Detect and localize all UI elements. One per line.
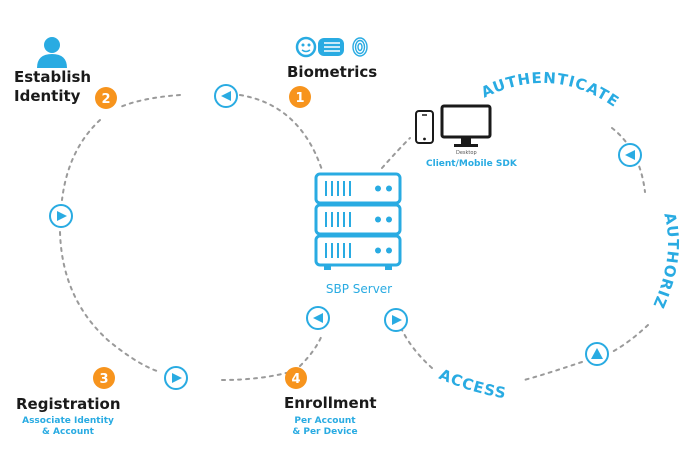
step-badge — [95, 87, 117, 109]
server-rack-icon — [314, 172, 402, 270]
enrollment-sub-line1: Per Account — [294, 416, 356, 426]
loop-segment-left-upper — [61, 119, 101, 201]
fingerprint-icon — [352, 37, 368, 57]
arrow-marker — [585, 342, 609, 366]
access-text: ACCESS — [436, 365, 507, 402]
step-badge — [289, 86, 311, 108]
loop-segment-top-left — [117, 94, 181, 109]
server-label: SBP Server — [326, 282, 392, 296]
person-icon — [37, 37, 67, 68]
loop-segment-bottom — [523, 361, 583, 381]
step-biometrics: Biometrics 1 — [287, 36, 377, 108]
establish-title-line1: Establish — [14, 68, 91, 86]
arrow-marker — [214, 84, 238, 108]
loop-segment-top-right — [239, 94, 323, 171]
establish-title-line2: Identity — [14, 87, 81, 105]
loop-segment-right-lower — [611, 324, 649, 353]
step-number: 2 — [101, 92, 110, 107]
biometrics-title: Biometrics — [287, 63, 377, 81]
hand-icon — [318, 38, 344, 56]
registration-sub-line1: Associate Identity — [22, 416, 114, 426]
enrollment-title: Enrollment — [284, 394, 377, 412]
arrow-marker — [49, 204, 73, 228]
desktop-monitor-icon — [440, 104, 492, 147]
mobile-phone-icon — [415, 110, 434, 144]
step-establish-identity: Establish Identity 2 — [14, 37, 117, 109]
desktop-label: Desktop — [456, 150, 477, 156]
sbp-server: SBP Server — [314, 172, 402, 296]
loop-segment-bottom-right — [299, 334, 323, 367]
step-number: 4 — [291, 372, 300, 387]
step-registration: 3 Registration Associate Identity & Acco… — [16, 367, 121, 437]
access-label: ACCESS — [436, 365, 508, 402]
registration-title: Registration — [16, 395, 121, 413]
loop-segment-bottom-left — [401, 329, 433, 369]
step-badge — [285, 367, 307, 389]
step-badge — [93, 367, 115, 389]
left-loop — [59, 94, 323, 381]
registration-sub-line2: & Account — [42, 427, 95, 437]
loop-segment-left-lower — [59, 231, 161, 373]
client-sdk-label: Client/Mobile SDK — [426, 159, 518, 169]
arrow-marker — [164, 366, 188, 390]
step-number: 1 — [295, 91, 304, 106]
client-devices: Desktop Client/Mobile SDK — [415, 104, 518, 169]
step-enrollment: 4 Enrollment Per Account & Per Device — [284, 367, 377, 437]
arrow-marker — [384, 308, 408, 332]
authenticate-text: AUTHENTICATE — [478, 69, 621, 111]
arrow-marker — [306, 306, 330, 330]
loop-segment-server-to-client — [381, 137, 411, 169]
loop-segment-bottom-left — [221, 371, 291, 381]
step-number: 3 — [99, 372, 108, 387]
authenticate-label: AUTHENTICATE — [478, 69, 622, 111]
enrollment-sub-line2: & Per Device — [292, 427, 357, 437]
face-icon — [295, 36, 317, 58]
arrow-marker — [618, 143, 642, 167]
